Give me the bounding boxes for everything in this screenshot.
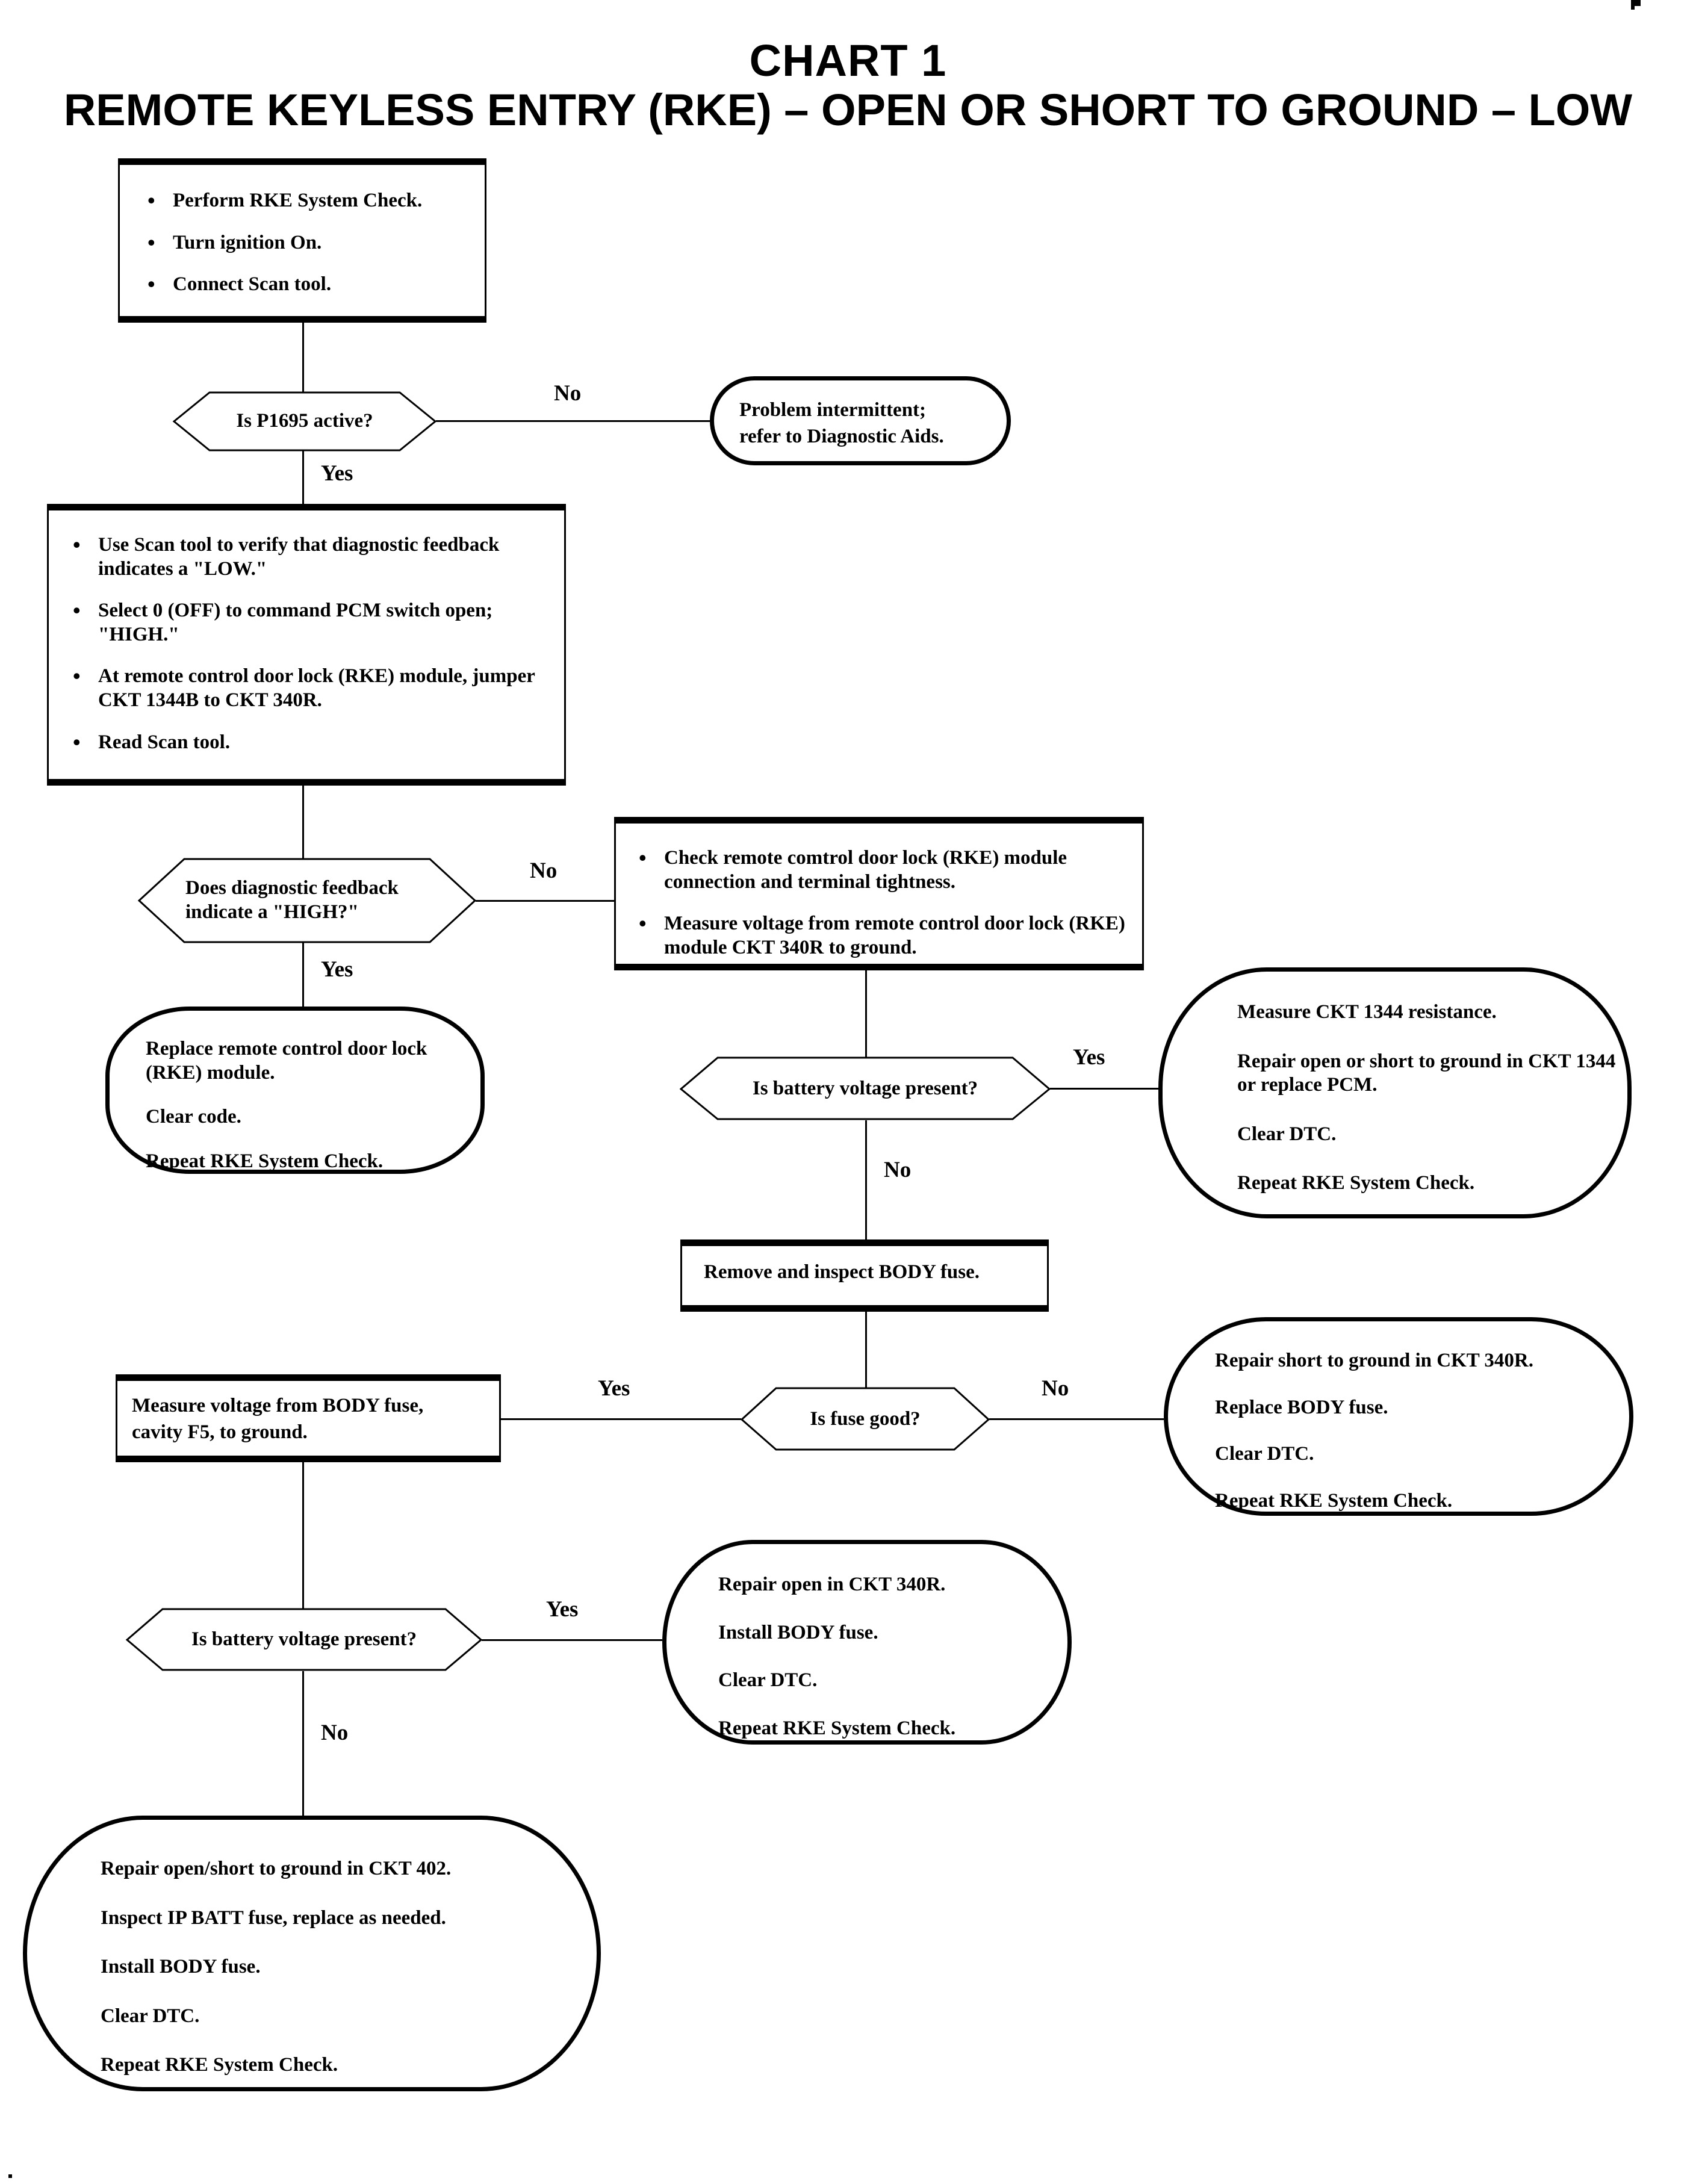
intermittent-line-2: refer to Diagnostic Aids. [739, 425, 944, 447]
scan-bullet-1: Use Scan tool to verify that diagnostic … [64, 532, 548, 581]
node-proc-check-module: Check remote comtrol door lock (RKE) mod… [614, 817, 1144, 970]
node-terminal-ckt402: Repair open/short to ground in CKT 402. … [23, 1816, 601, 2091]
connector-fusegood-yes [500, 1418, 741, 1420]
edge-label-feedback-yes: Yes [321, 957, 353, 982]
ckt402-line-3: Install BODY fuse. [101, 1956, 261, 1978]
chart-title-line-1: CHART 1 [749, 36, 947, 85]
node-terminal-ckt1344: Measure CKT 1344 resistance. Repair open… [1158, 967, 1632, 1218]
scan-bullet-2: Select 0 (OFF) to command PCM switch ope… [64, 598, 548, 647]
connector-battery1-no [865, 1120, 867, 1239]
connector-fusegood-no [989, 1418, 1164, 1420]
replace-module-line-3: Repeat RKE System Check. [146, 1150, 384, 1172]
connector-start-to-p1695 [302, 323, 304, 392]
edge-label-p1695-yes: Yes [321, 461, 353, 486]
edge-label-feedback-no: No [530, 858, 558, 883]
node-decision-battery-1: Is battery voltage present? [679, 1056, 1051, 1120]
decision-feedback-label: Does diagnostic feedback indicate a "HIG… [185, 877, 399, 923]
connector-scan-to-feedback [302, 786, 304, 858]
decision-battery-1-label: Is battery voltage present? [752, 1077, 978, 1099]
decision-p1695-label: Is P1695 active? [236, 410, 373, 432]
page-corner-mark [1631, 0, 1641, 6]
connector-p1695-no [436, 420, 710, 422]
node-terminal-short-340r: Repair short to ground in CKT 340R. Repl… [1164, 1317, 1633, 1516]
node-proc-scan-verify: Use Scan tool to verify that diagnostic … [47, 504, 566, 786]
connector-p1695-yes [302, 451, 304, 504]
start-bullet-3: Connect Scan tool. [139, 271, 465, 297]
short340r-line-2: Replace BODY fuse. [1215, 1396, 1388, 1418]
chart-title-line-2: REMOTE KEYLESS ENTRY (RKE) – OPEN OR SHO… [63, 85, 1633, 135]
edge-label-fusegood-yes: Yes [598, 1376, 630, 1401]
measure-bodyfuse-line-1: Measure voltage from BODY fuse, [132, 1395, 424, 1416]
open340r-line-3: Clear DTC. [718, 1669, 818, 1692]
node-terminal-intermittent: Problem intermittent; refer to Diagnosti… [710, 376, 1011, 465]
open340r-line-1: Repair open in CKT 340R. [718, 1574, 946, 1595]
connector-feedback-no [476, 900, 614, 902]
node-start-box: Perform RKE System Check. Turn ignition … [118, 158, 486, 323]
connector-removefuse-to-fusegood [865, 1312, 867, 1388]
short340r-line-3: Clear DTC. [1215, 1443, 1314, 1465]
remove-fuse-label: Remove and inspect BODY fuse. [704, 1261, 980, 1283]
open340r-line-4: Repeat RKE System Check. [718, 1717, 956, 1739]
page-corner-mark-2 [1631, 0, 1635, 10]
page-corner-mark-3 [8, 2174, 12, 2178]
decision-fuse-good-label: Is fuse good? [810, 1407, 921, 1430]
start-bullet-1: Perform RKE System Check. [139, 188, 465, 214]
ckt1344-line-2: Repair open or short to ground in CKT 13… [1237, 1050, 1616, 1096]
connector-measurebody-to-battery2 [302, 1462, 304, 1609]
check-module-bullet-2: Measure voltage from remote control door… [630, 911, 1128, 960]
edge-label-battery1-yes: Yes [1073, 1045, 1105, 1070]
decision-battery-2-label: Is battery voltage present? [191, 1628, 417, 1651]
connector-battery2-yes [482, 1639, 662, 1641]
intermittent-line-1: Problem intermittent; [739, 399, 927, 421]
connector-battery1-yes [1050, 1088, 1158, 1090]
connector-battery2-no [302, 1671, 304, 1816]
measure-bodyfuse-line-2: cavity F5, to ground. [132, 1421, 308, 1443]
replace-module-line-2: Clear code. [146, 1106, 241, 1128]
short340r-line-4: Repeat RKE System Check. [1215, 1489, 1453, 1512]
ckt402-line-5: Repeat RKE System Check. [101, 2054, 338, 2076]
connector-feedback-yes [302, 943, 304, 1007]
start-bullet-2: Turn ignition On. [139, 230, 465, 256]
node-proc-remove-fuse: Remove and inspect BODY fuse. [680, 1239, 1049, 1312]
edge-label-battery2-no: No [321, 1720, 349, 1745]
node-decision-feedback-high: Does diagnostic feedback indicate a "HIG… [137, 858, 477, 943]
node-decision-fuse-good: Is fuse good? [740, 1387, 990, 1451]
open340r-line-2: Install BODY fuse. [718, 1621, 878, 1643]
short340r-line-1: Repair short to ground in CKT 340R. [1215, 1350, 1533, 1371]
node-terminal-open-340r: Repair open in CKT 340R. Install BODY fu… [662, 1540, 1072, 1745]
ckt1344-line-3: Clear DTC. [1237, 1123, 1337, 1145]
ckt1344-line-1: Measure CKT 1344 resistance. [1237, 1001, 1497, 1023]
node-proc-measure-body-fuse: Measure voltage from BODY fuse, cavity F… [116, 1374, 501, 1462]
check-module-bullet-1: Check remote comtrol door lock (RKE) mod… [630, 845, 1128, 894]
edge-label-p1695-no: No [554, 381, 582, 406]
ckt1344-line-4: Repeat RKE System Check. [1237, 1172, 1475, 1194]
scan-bullet-4: Read Scan tool. [64, 730, 548, 755]
ckt402-line-4: Clear DTC. [101, 2005, 200, 2027]
scan-bullet-3: At remote control door lock (RKE) module… [64, 663, 548, 712]
node-terminal-replace-module: Replace remote control door lock (RKE) m… [105, 1007, 485, 1174]
edge-label-battery1-no: No [884, 1158, 912, 1182]
edge-label-fusegood-no: No [1042, 1376, 1069, 1401]
edge-label-battery2-yes: Yes [546, 1597, 579, 1622]
replace-module-line-1: Replace remote control door lock (RKE) m… [146, 1038, 427, 1084]
node-decision-battery-2: Is battery voltage present? [125, 1608, 483, 1671]
node-decision-p1695: Is P1695 active? [172, 391, 437, 451]
ckt402-line-2: Inspect IP BATT fuse, replace as needed. [101, 1906, 446, 1929]
ckt402-line-1: Repair open/short to ground in CKT 402. [101, 1858, 452, 1879]
connector-checkmodule-to-battery1 [865, 970, 867, 1057]
